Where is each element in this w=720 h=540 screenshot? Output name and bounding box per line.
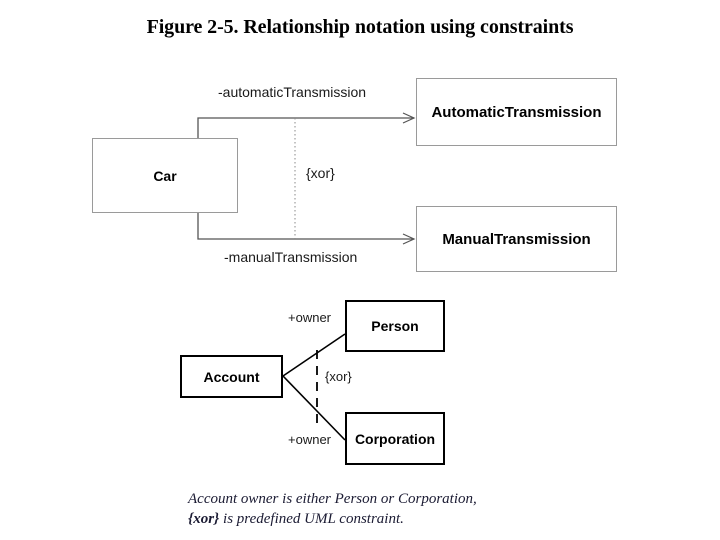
caption-xor-term: {xor}: [188, 511, 220, 527]
class-box-person[interactable]: Person: [345, 300, 445, 352]
class-name-person: Person: [371, 318, 419, 334]
class-box-manual-transmission[interactable]: ManualTransmission: [416, 206, 617, 272]
class-name-manual-transmission: ManualTransmission: [442, 230, 591, 248]
class-box-corporation[interactable]: Corporation: [345, 412, 445, 465]
caption-line-1: Account owner is either Person or Corpor…: [188, 491, 477, 507]
class-name-corporation: Corporation: [354, 430, 436, 447]
page-title: Figure 2-5. Relationship notation using …: [146, 16, 574, 38]
role-label-automatic-transmission: -automaticTransmission: [218, 84, 367, 100]
caption-line-2: is predefined UML constraint.: [219, 511, 404, 527]
class-name-automatic-transmission: AutomaticTransmission: [431, 103, 602, 121]
class-box-account[interactable]: Account: [180, 355, 283, 398]
class-box-automatic-transmission[interactable]: AutomaticTransmission: [416, 78, 617, 146]
class-name-account: Account: [203, 368, 260, 385]
connector-account-corporation: [282, 375, 346, 441]
constraint-label-xor-top: {xor}: [306, 165, 335, 181]
role-label-manual-transmission: -manualTransmission: [224, 249, 358, 265]
figure-caption: Account owner is either Person or Corpor…: [188, 489, 608, 529]
class-box-car[interactable]: Car: [92, 138, 238, 213]
constraint-label-xor-bottom: {xor}: [325, 369, 352, 384]
class-name-car: Car: [153, 167, 177, 184]
role-label-owner-corporation: +owner: [288, 432, 331, 447]
role-label-owner-person: +owner: [288, 310, 331, 325]
